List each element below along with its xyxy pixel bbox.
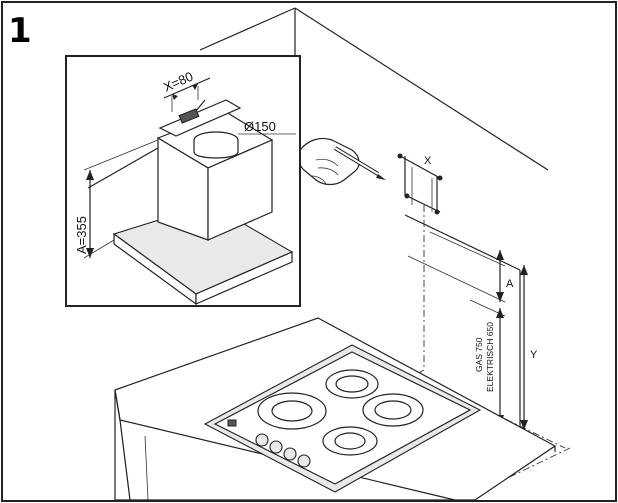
x-dimension-label: X xyxy=(424,155,432,167)
y-dimension-label: Y xyxy=(530,349,538,361)
control-knobs xyxy=(227,419,311,468)
hood-detail-inset: X=80 Ø150 A=355 xyxy=(65,55,301,307)
electric-height-label: ELEKTRISCH 650 xyxy=(485,322,495,392)
cooktop xyxy=(203,344,482,493)
hood-chimney-side xyxy=(207,139,273,241)
step-number: 1 xyxy=(8,11,32,51)
a-dimension-label: A xyxy=(506,278,514,290)
hand-with-pencil-icon xyxy=(297,137,386,186)
wall-marking: X xyxy=(397,153,443,215)
mounting-bracket-icon xyxy=(178,108,200,124)
hood-height-label: A=355 xyxy=(74,216,89,254)
gas-height-label: GAS 750 xyxy=(474,337,484,372)
pipe-diameter-label: Ø150 xyxy=(244,119,276,134)
